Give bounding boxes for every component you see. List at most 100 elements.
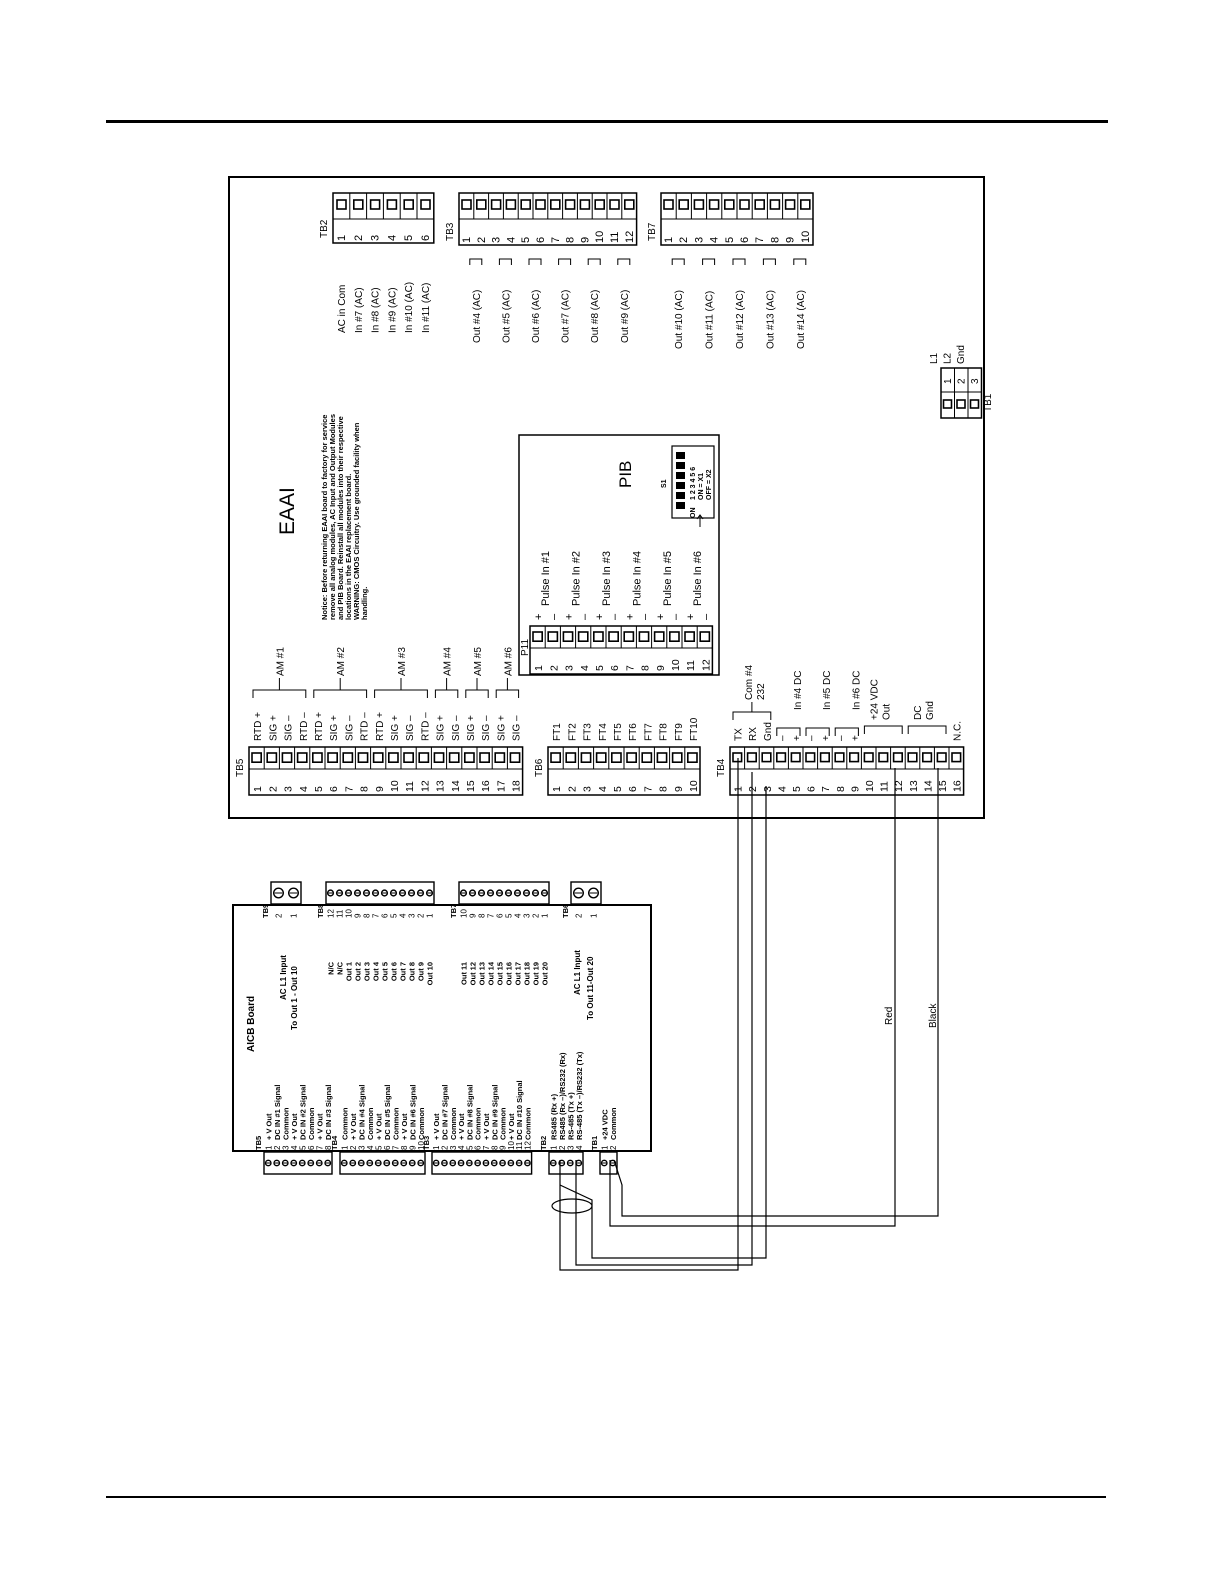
aicb-tb4-label: TB4	[330, 1135, 339, 1150]
s1-toggle	[676, 502, 685, 509]
eaai-tb4-terminal	[834, 752, 845, 763]
tb3-signal-label: Out #9 (AC)	[620, 290, 631, 343]
aicb-tb4-screw-terminal	[417, 1159, 425, 1167]
tb7-pin-number: 7	[754, 237, 766, 243]
tb3-pin-number: 10	[594, 231, 606, 243]
tb3-bracket	[558, 258, 572, 265]
eaai-tb4-terminal	[746, 752, 757, 763]
aicb-tb9-screw-terminal	[288, 887, 300, 899]
v24-label: +24 VDC	[869, 679, 880, 720]
aicb-tb3-signal-label: Common	[449, 1107, 458, 1140]
aicb-tb3-screw-terminal	[515, 1159, 523, 1167]
wire-label-black: Black	[928, 1003, 939, 1028]
eaai-tb6-pin-number: 9	[673, 786, 685, 792]
aicb-tb5-signal-label: Common	[307, 1107, 316, 1140]
eaai-tb6-pin-number: 7	[642, 786, 654, 792]
aicb-tb5-label: TB5	[254, 1136, 263, 1150]
s1-off-x2: OFF = X2	[706, 469, 713, 500]
p11-polarity: +	[685, 614, 697, 620]
aicb-tb5-screw-terminal	[324, 1159, 332, 1167]
aicb-tb2-frame	[548, 1151, 584, 1175]
tb3-pin-number: 3	[491, 237, 503, 243]
wire-tx	[559, 758, 739, 1271]
eaai-tb4-signal-label: RX	[748, 727, 759, 741]
eaai-tb6-signal-label: FT1	[552, 723, 563, 741]
aicb-tb4-signal-label: DC IN #4 Signal	[357, 1085, 366, 1140]
aicb-tb4-screw-terminal	[357, 1159, 365, 1167]
eaai-tb5-signal-label: SIG –	[344, 715, 355, 741]
aicb-tb3-screw-terminal	[449, 1159, 457, 1167]
tb3-bracket	[617, 258, 631, 265]
aicb-tb8-pin-number: 9	[354, 913, 363, 918]
eaai-tb6-terminal	[641, 752, 653, 763]
tb7-terminal	[693, 199, 705, 210]
aicb-tb7-pin-number: 8	[478, 913, 487, 918]
aicb-tb4-screw-terminal	[400, 1159, 408, 1167]
eaai-tb5-signal-label: RTD –	[299, 712, 310, 741]
eaai-tb4-terminal	[848, 752, 860, 763]
eaai-tb5-pin-number: 17	[495, 780, 507, 792]
aicb-tb3-label: TB3	[422, 1136, 431, 1150]
p11-terminal	[532, 631, 543, 642]
aicb-tb8-signal-label: Out 6	[390, 962, 399, 981]
tb7-signal-label: Out #12 (AC)	[735, 290, 746, 349]
tb7-terminal	[769, 199, 781, 210]
aicb-tb8-screw-terminal	[407, 889, 416, 897]
eaai-tb5-signal-label: RTD +	[253, 712, 264, 741]
eaai-tb6-label: TB6	[534, 758, 545, 777]
tb2-terminal	[420, 199, 431, 210]
tb7-bracket	[702, 258, 716, 265]
aicb-tb4-signal-label: + V Out	[400, 1113, 409, 1140]
eaai-tb4-pin-number: 14	[922, 780, 934, 792]
eaai-tb5-signal-label: SIG +	[268, 715, 279, 741]
tb1-label: TB1	[983, 393, 994, 412]
aicb-tb7-pin-number: 2	[532, 913, 541, 918]
aicb-tb2-label: TB2	[539, 1136, 548, 1150]
aicb-tb3-signal-label: + V Out	[457, 1113, 466, 1140]
pulse-in-label: Pulse In #2	[571, 551, 583, 606]
eaai-tb4-terminal	[921, 752, 933, 763]
p11-terminal	[668, 631, 680, 642]
tb2-pin-number: 1	[336, 235, 348, 241]
eaai-tb4-pin-number: 8	[835, 786, 847, 792]
tb3-terminal	[505, 199, 517, 210]
eaai-tb4-terminal	[892, 752, 903, 763]
eaai-tb6-pin-number: 8	[658, 786, 670, 792]
tb7-signal-label: Out #14 (AC)	[796, 290, 807, 349]
eaai-tb5-terminal	[387, 752, 399, 763]
eaai-tb5-pin-number: 9	[374, 786, 386, 792]
eaai-tb4-pin-number: 4	[776, 786, 788, 792]
eaai-tb5-terminal	[342, 752, 354, 763]
aicb-tb8-screw-terminal	[389, 889, 398, 897]
aicb-tb4-signal-label: DC IN #5 Signal	[383, 1085, 392, 1140]
pulse-in-label: Pulse In #3	[601, 551, 613, 606]
p11-pin-number: 8	[640, 665, 652, 671]
aicb-tb1-label: TB1	[590, 1136, 599, 1150]
eaai-tb5-terminal	[372, 752, 384, 763]
tb6-caption-1: AC L1 Input	[573, 950, 582, 995]
aicb-board-outline	[232, 904, 652, 1152]
eaai-tb5-terminal	[448, 752, 460, 763]
aicb-tb2-screw-terminal	[549, 1159, 557, 1167]
p11-terminal	[653, 631, 665, 642]
aicb-tb5-pin-number: 1	[264, 1145, 273, 1150]
tb7-pin-number: 9	[785, 237, 797, 243]
eaai-tb4-pin-number: 10	[864, 780, 876, 792]
aicb-tb7-screw-terminal	[531, 889, 540, 897]
aicb-tb4-signal-label: Common	[366, 1107, 375, 1140]
aicb-tb7-signal-label: Out 13	[478, 962, 487, 985]
s1-toggle	[676, 452, 685, 459]
aicb-tb3-screw-terminal	[441, 1159, 448, 1167]
eaai-tb6-signal-label: FT4	[598, 723, 609, 741]
aicb-tb4-signal-label: + V Out	[374, 1113, 383, 1140]
aicb-tb3-pin-number: 3	[449, 1145, 458, 1150]
tb7-terminal	[784, 199, 796, 210]
aicb-tb1-pin-number: 2	[609, 1145, 618, 1150]
notice-line-5: WARNING: CMOS Circuitry. Use grounded fa…	[352, 422, 361, 620]
eaai-tb5-terminal	[433, 752, 445, 763]
wire-label-red: Red	[884, 1007, 895, 1025]
tb3-pin-number: 1	[461, 237, 473, 243]
aicb-tb3-signal-label: DC IN #10 Signal	[515, 1080, 524, 1140]
eaai-tb6-terminal	[610, 752, 622, 763]
